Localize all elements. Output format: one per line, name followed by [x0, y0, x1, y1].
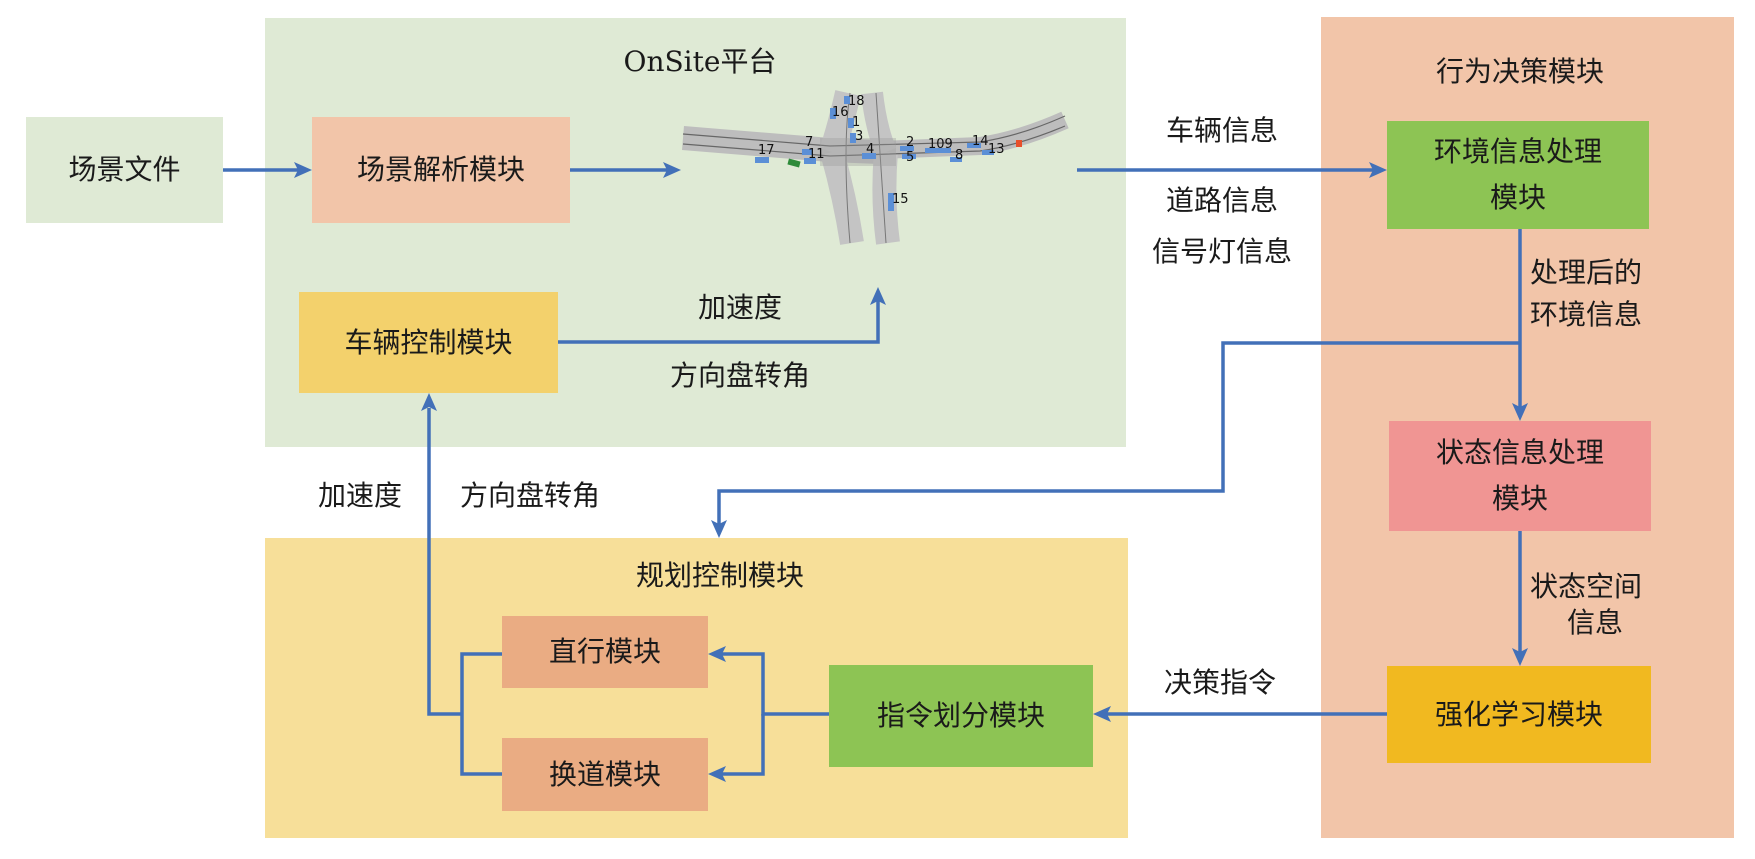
arrowhead-up-icon — [421, 393, 437, 411]
vehicle-info-label: 车辆信息 — [1165, 114, 1278, 147]
vehicle-13 — [982, 150, 994, 155]
planning-control-title: 规划控制模块 — [635, 559, 804, 592]
vehicle-8 — [950, 157, 962, 162]
straight-module-label: 直行模块 — [548, 635, 661, 668]
lane-change-module-label: 换道模块 — [548, 757, 661, 791]
ego-vehicle — [787, 158, 801, 168]
vehicle-label: 13 — [988, 142, 1005, 157]
feedback-steering-label: 方向盘转角 — [459, 479, 600, 512]
arrowhead-left-icon — [708, 766, 726, 782]
state-process-module-box[interactable]: 状态信息处理 模块 — [1389, 421, 1651, 531]
road-east — [879, 111, 1069, 159]
vehicle-15 — [888, 193, 894, 211]
vehicle-109 — [925, 148, 951, 153]
straight-module-box[interactable]: 直行模块 — [502, 616, 708, 688]
onsite-platform-title: OnSite平台 — [623, 45, 777, 78]
arrowhead-right-icon — [1369, 162, 1387, 178]
arrowhead-up-icon — [870, 287, 886, 305]
state-process-module-label-line2: 模块 — [1491, 482, 1548, 515]
scene-parse-module-box[interactable]: 场景解析模块 — [312, 117, 570, 223]
state-space-label-line2: 信息 — [1566, 606, 1623, 639]
feedback-accel-label: 加速度 — [317, 479, 402, 512]
arrowhead-down-icon — [711, 520, 727, 538]
env-process-module-box[interactable]: 环境信息处理 模块 — [1387, 121, 1649, 229]
arrowheads — [294, 162, 1528, 782]
vehicle-4 — [862, 153, 876, 159]
env-process-module-label-line1: 环境信息处理 — [1433, 135, 1602, 168]
vehicle-label: 11 — [808, 147, 825, 162]
instruction-module-box[interactable]: 指令划分模块 — [829, 665, 1093, 767]
vehicle-label: 1 — [852, 115, 860, 130]
vehicle-labels: 17 7 11 16 18 1 3 4 2 5 109 8 14 13 15 — [758, 94, 1005, 207]
arrowhead-down-icon — [1512, 403, 1528, 421]
arrow-instruction-to-straight — [722, 652, 829, 716]
vehicle-label: 17 — [758, 143, 775, 158]
vehicle-18 — [844, 96, 850, 104]
arrowhead-right-icon — [294, 162, 312, 178]
vehicle-label: 18 — [848, 94, 865, 109]
vehicles — [755, 96, 1022, 211]
processed-env-label-line2: 环境信息 — [1530, 298, 1643, 331]
behavior-decision-title: 行为决策模块 — [1435, 55, 1604, 88]
processed-env-label-line1: 处理后的 — [1530, 256, 1643, 289]
vehicle-3 — [850, 133, 856, 143]
vehicle-label: 15 — [892, 192, 909, 207]
lane-change-module-box[interactable]: 换道模块 — [502, 738, 708, 811]
vehicle-7 — [802, 149, 812, 155]
scene-file-box[interactable]: 场景文件 — [26, 117, 223, 223]
vehicle-control-module-box[interactable]: 车辆控制模块 — [299, 292, 558, 393]
arrowhead-left-icon — [1093, 706, 1111, 722]
control-accel-label: 加速度 — [697, 291, 782, 324]
vehicle-label: 16 — [832, 105, 849, 120]
signal-info-label: 信号灯信息 — [1151, 235, 1292, 268]
scene-file-label: 场景文件 — [68, 153, 181, 186]
arrow-instruction-to-lanechange — [722, 714, 765, 776]
vehicle-16 — [830, 108, 836, 119]
vehicle-label: 14 — [972, 134, 989, 149]
arrowhead-left-icon — [708, 646, 726, 662]
target-marker — [1016, 140, 1022, 147]
road-info-label: 道路信息 — [1165, 184, 1278, 217]
instruction-module-label: 指令划分模块 — [876, 699, 1045, 732]
vehicle-label: 8 — [955, 148, 963, 163]
state-space-label-line1: 状态空间 — [1530, 570, 1643, 603]
vehicle-label: 5 — [906, 150, 914, 165]
arrowhead-down-icon — [1512, 648, 1528, 666]
control-steering-label: 方向盘转角 — [669, 359, 810, 392]
state-process-module-label-line1: 状态信息处理 — [1435, 436, 1604, 469]
road-south — [820, 148, 864, 245]
vehicle-label: 4 — [866, 142, 874, 157]
arrow-planning-to-control — [427, 408, 462, 716]
rl-module-box[interactable]: 强化学习模块 — [1387, 666, 1651, 763]
road-south-2 — [872, 150, 900, 245]
vehicle-label: 3 — [855, 129, 863, 144]
vehicle-11 — [804, 158, 816, 164]
env-process-module-label-line2: 模块 — [1489, 181, 1546, 214]
vehicle-17 — [755, 157, 769, 163]
scene-parse-module-label: 场景解析模块 — [356, 153, 525, 186]
road-scene-image: 17 7 11 16 18 1 3 4 2 5 109 8 14 13 15 — [682, 90, 1069, 245]
vehicle-label: 7 — [805, 135, 813, 150]
vehicle-5 — [902, 154, 916, 159]
vehicle-1 — [848, 118, 854, 128]
vehicle-2 — [900, 146, 914, 151]
vehicle-label: 109 — [928, 137, 953, 152]
arrow-control-to-scene — [558, 300, 880, 344]
arrowhead-right-icon — [663, 162, 681, 178]
vehicle-label: 2 — [906, 135, 914, 150]
road-network — [682, 90, 1069, 245]
decision-command-label: 决策指令 — [1163, 666, 1276, 699]
rl-module-label: 强化学习模块 — [1434, 697, 1603, 731]
vehicle-control-module-label: 车辆控制模块 — [344, 325, 513, 359]
vehicle-14 — [967, 143, 981, 148]
branch-env-to-planning — [717, 341, 1520, 524]
road-west — [682, 126, 881, 164]
road-north-2 — [861, 91, 897, 157]
